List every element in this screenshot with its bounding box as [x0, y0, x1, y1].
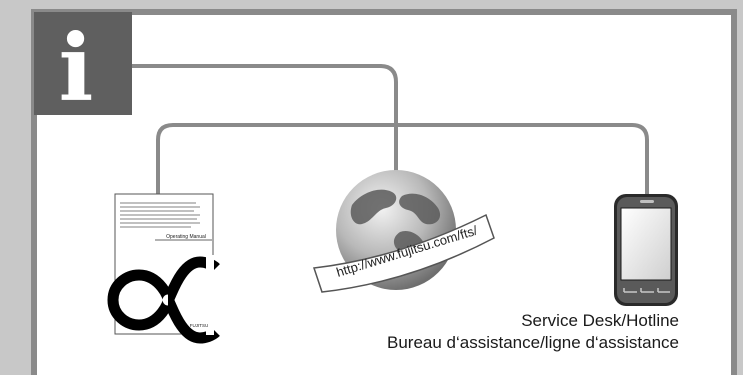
manual-title: Operating Manual [166, 234, 206, 240]
manual-brand: FUJITSU [190, 323, 209, 328]
phone-caption-line2: Bureau d‘assistance/ligne d‘assistance [386, 333, 679, 352]
info-icon: i [59, 14, 94, 122]
infinity-logo-icon [107, 256, 220, 344]
connector-manual [156, 123, 649, 196]
globe-icon: http://www.fujitsu.com/fts/ [312, 170, 495, 293]
manual-text-lines [120, 202, 200, 228]
connector-lines [130, 64, 649, 212]
connector-badge-to-globe [130, 64, 398, 212]
operating-manual-document: Operating Manual FUJITSU [107, 193, 220, 344]
info-badge: i [34, 12, 132, 122]
phone-caption-line1: Service Desk/Hotline [521, 311, 679, 330]
url-ribbon [312, 213, 495, 293]
smartphone-icon [614, 194, 678, 306]
phone-buttons [623, 288, 670, 293]
